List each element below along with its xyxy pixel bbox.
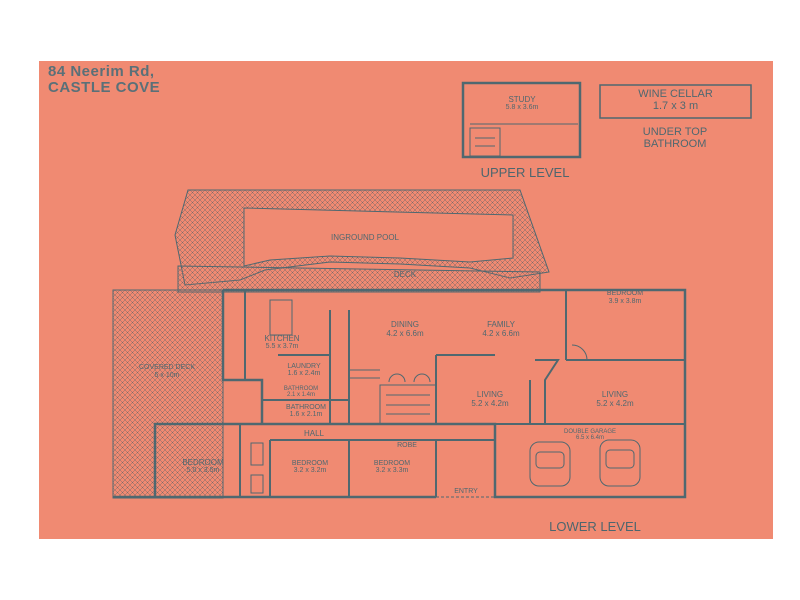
car-right [599, 439, 641, 487]
kitchen-island [269, 299, 293, 336]
address-line-2: CASTLE COVE [48, 79, 161, 96]
dining-label: DINING [391, 320, 419, 329]
bedroom-2-label: BEDROOM [291, 460, 329, 467]
bathroom-2-dims: 1.6 x 2.1m [289, 411, 323, 418]
car-left [529, 441, 571, 487]
bedroom-main-label: BEDROOM [182, 458, 224, 467]
family-dims: 4.2 x 6.6m [482, 329, 520, 338]
deck-area [177, 265, 541, 293]
garage-dims: 6.5 x 6.4m [575, 435, 604, 441]
bedroom-3-dims: 3.2 x 3.3m [375, 467, 409, 474]
wine-cellar-name: WINE CELLAR [638, 88, 713, 100]
bedroom-2-dims: 3.2 x 3.2m [293, 467, 327, 474]
bedroom-3-label: BEDROOM [373, 460, 411, 467]
garage-label: DOUBLE GARAGE [563, 429, 616, 435]
laundry-dims: 1.6 x 2.4m [287, 370, 321, 377]
upper-level-label: UPPER LEVEL [480, 165, 570, 180]
living-centre-dims: 5.2 x 4.2m [471, 399, 509, 408]
address-line-1: 84 Neerim Rd, [48, 63, 155, 80]
bedroom-main-dims: 5.0 x 3.5m [186, 467, 220, 474]
inground-pool [243, 207, 514, 267]
study-stair [469, 127, 501, 157]
study-outline [461, 81, 582, 159]
study-label: STUDY [508, 95, 536, 104]
study-dims: 5.8 x 3.6m [505, 104, 539, 111]
wine-cellar-note-2: BATHROOM [643, 138, 707, 150]
property-address: 84 Neerim Rd, CASTLE COVE [48, 64, 160, 96]
entry-label: ENTRY [454, 488, 478, 495]
covered-deck-area [112, 289, 224, 499]
bedroom-ne-label: BEDROOM [606, 290, 644, 297]
wine-cellar-box [599, 84, 752, 119]
kitchen-dims: 5.5 x 3.7m [265, 343, 299, 350]
deck-label: DECK [393, 270, 417, 279]
hall-label: HALL [303, 429, 324, 438]
living-right-dims: 5.2 x 4.2m [596, 399, 634, 408]
family-label: FAMILY [487, 320, 515, 329]
wine-cellar-dims: 1.7 x 3 m [652, 100, 699, 112]
robe-label: ROBE [397, 442, 417, 449]
bathroom-1-label: BATHROOM [283, 386, 319, 392]
bedroom-ne-dims: 3.9 x 3.8m [608, 298, 642, 305]
covered-deck-label: COVERED DECK [138, 364, 195, 371]
wine-cellar-note-1: UNDER TOP [642, 126, 708, 138]
lower-level-label: LOWER LEVEL [549, 519, 641, 534]
dining-dims: 4.2 x 6.6m [386, 329, 424, 338]
laundry-label: LAUNDRY [287, 363, 321, 370]
kitchen-label: KITCHEN [264, 334, 300, 343]
bathroom-1-dims: 2.1 x 1.4m [286, 392, 315, 398]
bathroom-2-label: BATHROOM [286, 404, 326, 411]
living-right-label: LIVING [601, 390, 629, 399]
pool-label: INGROUND POOL [330, 233, 399, 242]
living-centre-label: LIVING [476, 390, 504, 399]
covered-deck-dims: 5 x 10m [154, 372, 180, 379]
house-outline [113, 288, 687, 499]
